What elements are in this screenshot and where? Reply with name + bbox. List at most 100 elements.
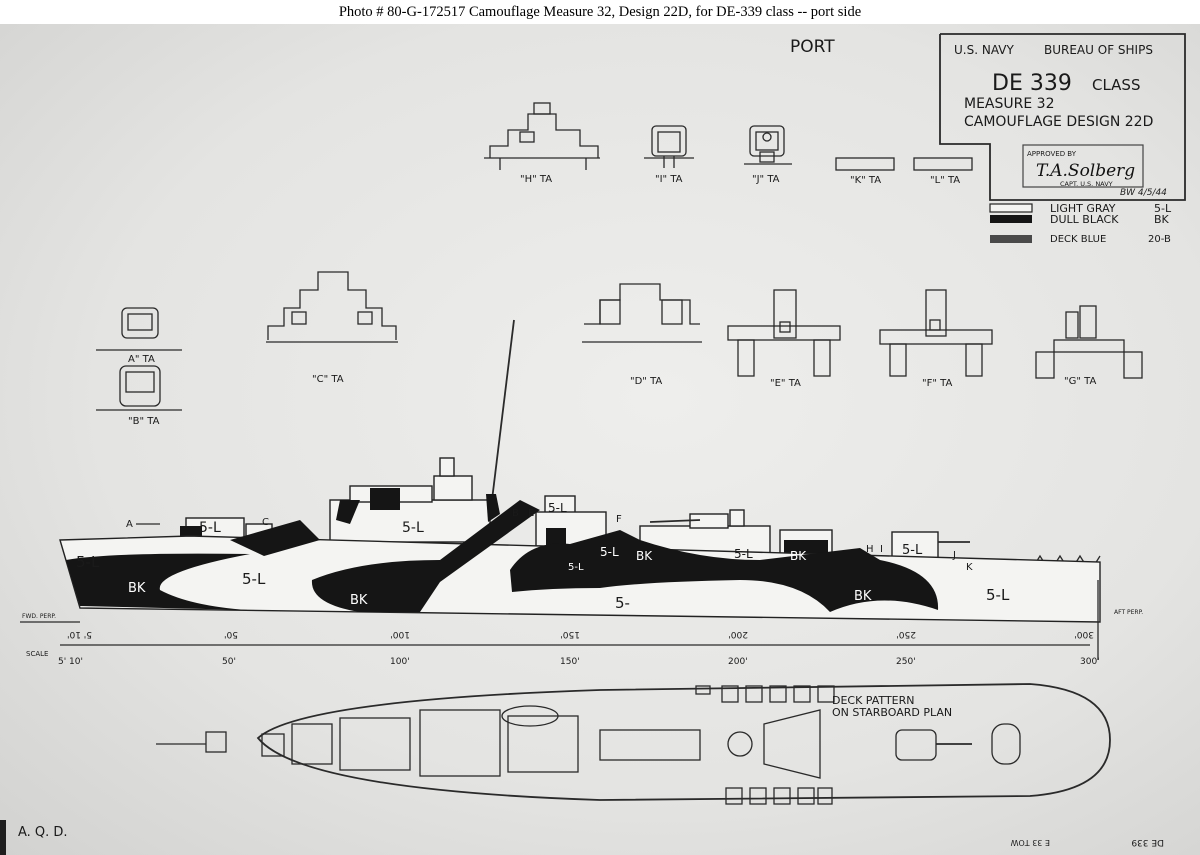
- section-view-h: "H" TA: [484, 102, 600, 185]
- super-label-e: 5-L: [734, 547, 753, 561]
- scale-bottom-5: 250': [896, 657, 916, 667]
- hull-label-mid-5l: 5-L: [242, 570, 266, 588]
- view-label-e: "E" TA: [770, 378, 801, 389]
- deck-plan-outline: [256, 683, 1111, 801]
- legend-deck-blue-name: DECK BLUE: [1050, 234, 1106, 245]
- class-number: DE 339: [992, 71, 1072, 96]
- scale-bottom-4: 200': [728, 657, 748, 667]
- arrow-letter-a: A: [126, 519, 133, 530]
- scale-bottom-2: 100': [390, 657, 410, 667]
- legend-dull-black-code: BK: [1154, 213, 1170, 226]
- swatch-dull-black: [990, 215, 1032, 223]
- deck-pattern-marks-top: [695, 685, 835, 703]
- section-view-b: "B" TA: [96, 365, 182, 427]
- hull-label-bow-bk: BK: [128, 581, 146, 596]
- hull-label-bk2: BK: [350, 593, 368, 608]
- approver-rank: CAPT. U.S. NAVY: [1060, 180, 1113, 188]
- org-right: BUREAU OF SHIPS: [1044, 43, 1153, 57]
- bottom-ref-2: E 33 TOW: [1010, 838, 1050, 847]
- design-text: CAMOUFLAGE DESIGN 22D: [964, 114, 1153, 130]
- deck-pattern-marks-bottom: [725, 787, 833, 805]
- aft-perp-label: AFT PERP.: [1114, 609, 1143, 616]
- view-label-k: "K" TA: [850, 175, 881, 186]
- hull-label-bow-5l: 5-L: [76, 553, 100, 571]
- arrow-letter-d: B: [512, 508, 519, 519]
- view-label-c: "C" TA: [312, 374, 344, 385]
- view-label-d: "D" TA: [630, 376, 662, 387]
- section-view-j: "J" TA: [744, 125, 792, 185]
- title-block: U.S. NAVY BUREAU OF SHIPS DE 339 CLASS M…: [939, 33, 1186, 201]
- scale-top-1: 50': [224, 629, 238, 639]
- scale-bottom-0: 5' 10': [58, 657, 83, 667]
- date-note: BW 4/5/44: [1120, 188, 1167, 198]
- deck-plan: DECK PATTERN ON STARBOARD PLAN: [156, 683, 1111, 805]
- scale-top-3: 150': [560, 629, 580, 639]
- port-label: PORT: [790, 37, 835, 57]
- super-label-a: 5-L: [199, 520, 221, 536]
- legend-light-gray-name: LIGHT GRAY: [1050, 202, 1116, 215]
- camo-slash-1: [230, 520, 320, 556]
- film-edge: [0, 820, 6, 855]
- length-scale: 5' 10' 50' 100' 150' 200' 250' 300' 5' 1…: [26, 629, 1100, 667]
- super-label-bk-b: BK: [790, 549, 807, 563]
- port-elevation: 5-L BK 5-L BK 5- BK 5-L 5-L 5-L 5-L BK 5…: [20, 319, 1143, 660]
- view-label-j: "J" TA: [752, 174, 780, 185]
- color-legend: LIGHT GRAY 5-L DULL BLACK BK DECK BLUE 2…: [989, 202, 1172, 245]
- section-view-c: "C" TA: [266, 271, 398, 385]
- section-view-a: A" TA: [96, 307, 182, 365]
- view-label-b: "B" TA: [128, 416, 160, 427]
- scale-top-6: 300': [1074, 629, 1094, 639]
- arrow-letter-f: F: [616, 514, 622, 525]
- scale-top-2: 100': [390, 629, 410, 639]
- scale-top-0: 5' 10': [67, 629, 92, 639]
- section-view-g: "G" TA: [1035, 305, 1143, 387]
- super-label-c: 5-L: [548, 501, 567, 515]
- view-label-l: "L" TA: [930, 175, 960, 186]
- legend-light-gray-code: 5-L: [1154, 202, 1172, 215]
- hull-label-bk3: BK: [854, 589, 872, 604]
- scale-label: SCALE: [26, 650, 48, 658]
- scale-top-4: 200': [728, 629, 748, 639]
- swatch-deck-blue: [990, 235, 1032, 243]
- section-view-k: "K" TA: [835, 157, 895, 186]
- view-label-i: "I" TA: [655, 174, 683, 185]
- super-label-g: 5-L: [568, 562, 584, 573]
- super-label-bk-a: BK: [636, 549, 653, 563]
- title-block-border: [939, 33, 1186, 201]
- arrow-letter-i: I: [880, 544, 883, 555]
- camo-blob-3: [510, 530, 939, 612]
- section-view-e: "E" TA: [727, 289, 841, 389]
- arrow-letter-c: C: [262, 517, 269, 528]
- view-label-h: "H" TA: [520, 174, 552, 185]
- section-view-l: "L" TA: [913, 157, 973, 186]
- photo-caption: Photo # 80-G-172517 Camouflage Measure 3…: [0, 0, 1200, 24]
- arrow-letter-h: H: [866, 544, 874, 555]
- legend-dull-black-name: DULL BLACK: [1050, 213, 1119, 226]
- arrow-letter-j: J: [952, 550, 956, 561]
- scale-bottom-6: 300': [1080, 657, 1100, 667]
- camouflage-drawing-sheet: PORT U.S. NAVY BUREAU OF SHIPS DE 339 CL…: [0, 24, 1200, 855]
- section-view-i: "I" TA: [644, 125, 694, 185]
- deck-note-line2: ON STARBOARD PLAN: [832, 706, 952, 719]
- scale-bottom-3: 150': [560, 657, 580, 667]
- scale-top-5: 250': [896, 629, 916, 639]
- class-word: CLASS: [1092, 76, 1140, 94]
- arrow-letter-e: E: [528, 508, 534, 519]
- signature: T.A.Solberg: [1036, 161, 1135, 181]
- super-label-d: 5-L: [600, 545, 619, 559]
- approval-stamp: [1022, 144, 1144, 188]
- view-label-a: A" TA: [128, 354, 155, 365]
- view-label-g: "G" TA: [1064, 376, 1096, 387]
- fwd-perp-label: FWD. PERP.: [22, 613, 56, 620]
- deck-note-line1: DECK PATTERN: [832, 694, 914, 707]
- super-label-f: 5-L: [902, 543, 923, 558]
- camouflage-drawing: PORT U.S. NAVY BUREAU OF SHIPS DE 339 CL…: [0, 33, 1186, 855]
- org-left: U.S. NAVY: [954, 43, 1014, 57]
- legend-deck-blue-code: 20-B: [1148, 234, 1171, 245]
- swatch-light-gray: [989, 203, 1033, 213]
- section-view-f: "F" TA: [879, 289, 993, 389]
- measure-text: MEASURE 32: [964, 96, 1054, 112]
- bottom-ref: DE 339: [1131, 837, 1164, 847]
- super-label-b: 5-L: [402, 520, 424, 536]
